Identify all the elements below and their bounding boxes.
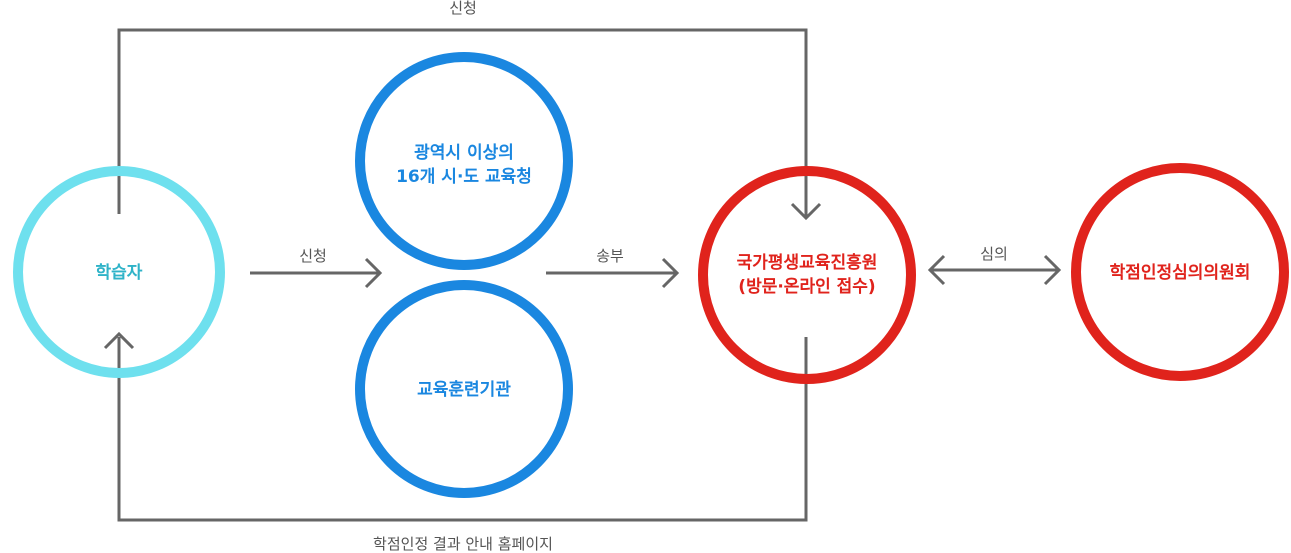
learner-apply-arrowhead xyxy=(364,257,383,289)
review-label: 심의 xyxy=(980,245,1008,263)
office-of-education-node xyxy=(355,52,573,270)
top-apply-label: 신청 xyxy=(449,0,477,17)
learner-apply-label: 신청 xyxy=(299,247,327,265)
nile-label-line1: 국가평생교육진흥원 xyxy=(737,252,878,273)
nile-label-line2: (방문·온라인 접수) xyxy=(738,277,875,297)
review-arrowhead-left xyxy=(927,254,946,286)
office-of-education-label-line1: 광역시 이상의 xyxy=(414,143,514,163)
result-notice-connector xyxy=(117,337,808,522)
office-of-education-label-line2: 16개 시·도 교육청 xyxy=(396,166,532,187)
learner-label: 학습자 xyxy=(96,263,143,283)
committee-label: 학점인정심의의원회 xyxy=(1110,263,1251,283)
learner-node xyxy=(13,166,225,378)
send-arrowhead xyxy=(661,257,680,289)
committee-node xyxy=(1071,163,1289,381)
top-apply-connector xyxy=(117,28,808,216)
result-notice-arrowhead xyxy=(103,331,135,350)
nile-node xyxy=(698,166,916,384)
top-apply-arrowhead xyxy=(790,202,822,221)
training-institution-node xyxy=(355,280,573,498)
training-institution-label: 교육훈련기관 xyxy=(417,379,511,400)
review-arrowhead-right xyxy=(1043,254,1062,286)
result-notice-label: 학점인정 결과 안내 홈페이지 xyxy=(373,535,553,553)
send-label: 송부 xyxy=(596,247,624,265)
